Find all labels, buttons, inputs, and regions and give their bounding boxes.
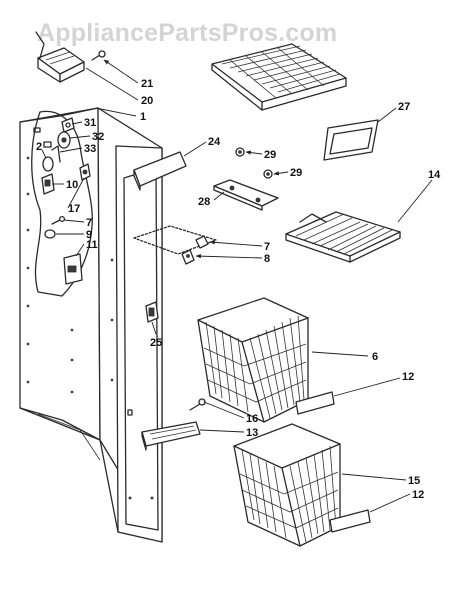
basket-trim-12-lower — [329, 509, 371, 533]
callout-13: 13 — [246, 427, 258, 439]
callout-8: 8 — [264, 253, 270, 265]
light-shield-24 — [133, 151, 187, 191]
callout-2: 2 — [36, 141, 42, 153]
callout-21: 21 — [141, 78, 153, 90]
wire-shelf-top — [211, 43, 347, 111]
wire-shelf-14 — [285, 211, 401, 263]
screw-8 — [181, 249, 195, 265]
callout-7-center: 7 — [264, 241, 270, 253]
callout-12-upper: 12 — [402, 371, 414, 383]
wire-basket-6 — [197, 297, 309, 423]
leader-lines — [41, 59, 433, 513]
callout-27: 27 — [398, 101, 410, 113]
screw-16 — [189, 398, 206, 411]
shelf-bracket-28 — [213, 179, 279, 211]
callout-20: 20 — [141, 95, 153, 107]
cover-11 — [63, 253, 83, 285]
callout-29-upper: 29 — [264, 149, 276, 161]
callout-1: 1 — [140, 111, 146, 123]
thermostat-31 — [61, 117, 75, 133]
callout-33: 33 — [84, 143, 96, 155]
callout-10: 10 — [66, 179, 78, 191]
callout-6: 6 — [372, 351, 378, 363]
callout-31: 31 — [84, 117, 96, 129]
toe-grille-13 — [141, 421, 201, 451]
callout-14: 14 — [428, 169, 441, 181]
wire-basket-15 — [233, 423, 341, 547]
callout-32: 32 — [92, 131, 104, 143]
callout-labels: 21 20 1 31 32 2 33 10 17 7 9 11 24 29 29… — [36, 78, 441, 501]
clip-17 — [79, 163, 91, 181]
spacer-9 — [44, 229, 56, 239]
sensor-33 — [51, 145, 61, 163]
control-housing-20 — [35, 31, 85, 83]
callout-15: 15 — [408, 475, 420, 487]
screw-7-left — [51, 215, 66, 225]
watermark-text: AppliancePartsPros.com — [37, 19, 337, 47]
knob-32 — [57, 131, 71, 149]
callout-12-lower: 12 — [412, 489, 424, 501]
shelf-trim-27 — [323, 119, 379, 161]
screw-7-center — [195, 235, 209, 249]
callout-29-lower: 29 — [290, 167, 302, 179]
basket-trim-12-upper — [295, 391, 335, 415]
callout-24: 24 — [208, 136, 221, 148]
callout-9: 9 — [86, 229, 92, 241]
screw-29-lower — [263, 169, 273, 179]
screw-21 — [91, 50, 106, 61]
bulb-2 — [42, 156, 54, 172]
callout-7-left: 7 — [86, 217, 92, 229]
screw-29-upper — [235, 147, 245, 157]
callout-25: 25 — [150, 337, 162, 349]
bracket-plate — [133, 225, 217, 255]
callout-11: 11 — [86, 239, 98, 251]
callout-28: 28 — [198, 196, 210, 208]
callout-16: 16 — [246, 413, 258, 425]
switch-10 — [41, 173, 55, 195]
clip-25 — [145, 301, 159, 323]
callout-17: 17 — [68, 203, 80, 215]
